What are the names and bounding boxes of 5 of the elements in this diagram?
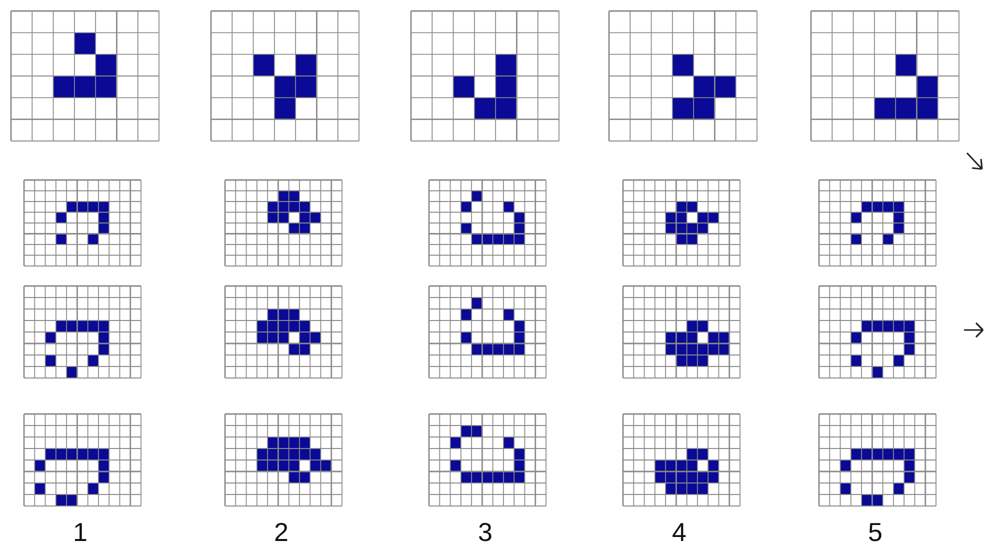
column-number: 2 — [274, 519, 288, 545]
column-number: 3 — [478, 519, 492, 545]
column-number: 5 — [868, 519, 882, 545]
column-number: 4 — [672, 519, 686, 545]
column-number: 1 — [73, 519, 88, 545]
